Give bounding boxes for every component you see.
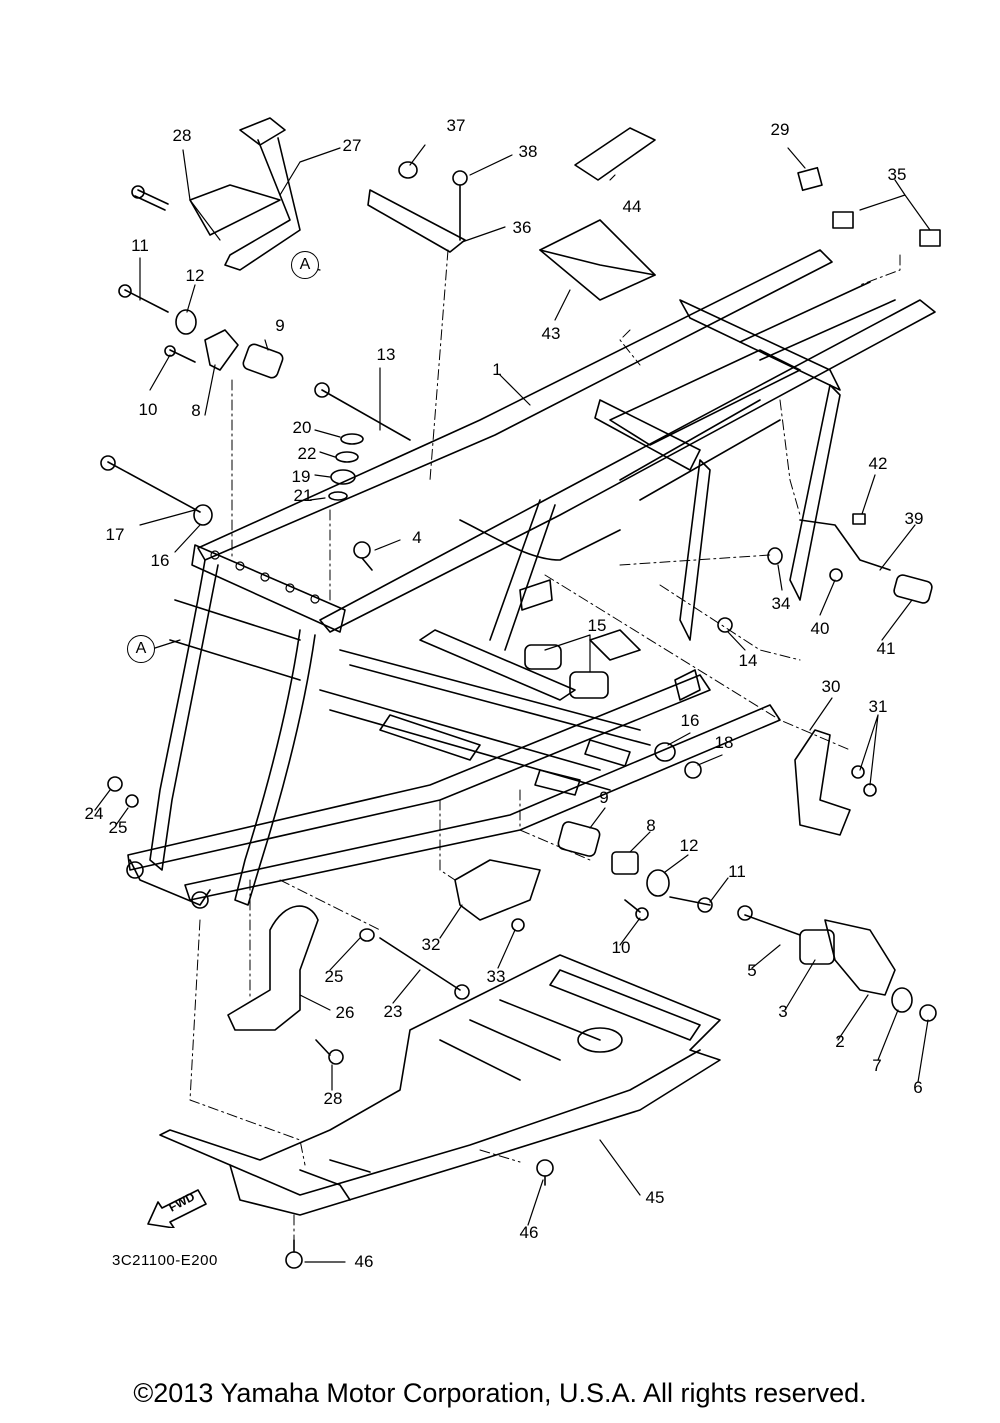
part-label-19: 19 [291,467,311,486]
part-label-34: 34 [771,594,791,613]
part-label-46b: 46 [354,1252,374,1271]
part-label-17: 17 [105,525,125,544]
part-label-38: 38 [518,142,538,161]
alignment-lines [189,249,901,1241]
small-parts [100,117,941,1269]
part-label-3: 3 [778,1002,788,1021]
part-label-31: 31 [868,697,888,716]
part-label-14: 14 [738,651,758,670]
part-label-41: 41 [876,639,896,658]
part-label-12: 12 [185,266,205,285]
part-label-24: 24 [84,804,104,823]
skid-plate [159,954,721,1216]
part-label-21: 21 [293,486,313,505]
part-label-11b: 11 [728,862,746,881]
part-label-16b: 16 [680,711,700,730]
part-label-15: 15 [587,616,607,635]
part-label-9: 9 [275,316,285,335]
part-label-18: 18 [714,733,734,752]
part-label-11: 11 [131,236,149,255]
part-label-25b: 25 [324,967,344,986]
part-label-8: 8 [191,401,201,420]
part-label-35: 35 [887,165,907,184]
part-label-39: 39 [904,509,924,528]
forward-arrow-icon [147,1189,207,1228]
part-label-1: 1 [492,360,502,379]
exploded-frame-diagram [94,117,941,1269]
copyright-notice: ©2013 Yamaha Motor Corporation, U.S.A. A… [133,1378,867,1408]
part-label-4: 4 [412,528,422,547]
part-label-20: 20 [292,418,312,437]
part-label-27: 27 [342,136,362,155]
part-label-32: 32 [421,935,441,954]
part-label-23: 23 [383,1002,403,1021]
part-label-43: 43 [541,324,561,343]
part-label-36: 36 [512,218,532,237]
leader-lines [94,144,931,1263]
part-label-40: 40 [810,619,830,638]
part-label-25: 25 [108,818,128,837]
part-label-7: 7 [872,1056,882,1075]
part-label-42: 42 [868,454,888,473]
part-label-9b: 9 [599,788,609,807]
part-label-30: 30 [821,677,841,696]
illustration-code: 3C21100-E200 [112,1252,218,1269]
part-label-29: 29 [770,120,790,139]
part-label-37: 37 [446,116,466,135]
part-label-6: 6 [913,1078,923,1097]
part-label-13: 13 [376,345,396,364]
reference-marker-a: A [291,251,319,279]
part-label-16: 16 [150,551,170,570]
part-label-5: 5 [747,961,757,980]
part-label-12b: 12 [679,836,699,855]
part-label-10: 10 [138,400,158,419]
part-label-28: 28 [172,126,192,145]
part-label-8b: 8 [646,816,656,835]
part-label-26: 26 [335,1003,355,1022]
part-label-10b: 10 [611,938,631,957]
part-label-28b: 28 [323,1089,343,1108]
part-label-46: 46 [519,1223,539,1242]
part-label-33: 33 [486,967,506,986]
part-label-22: 22 [297,444,317,463]
part-label-44: 44 [622,197,642,216]
reference-marker-a-frame: A [127,635,155,663]
part-label-45: 45 [645,1188,665,1207]
part-label-2: 2 [835,1032,845,1051]
front-plate-holes [210,550,320,604]
